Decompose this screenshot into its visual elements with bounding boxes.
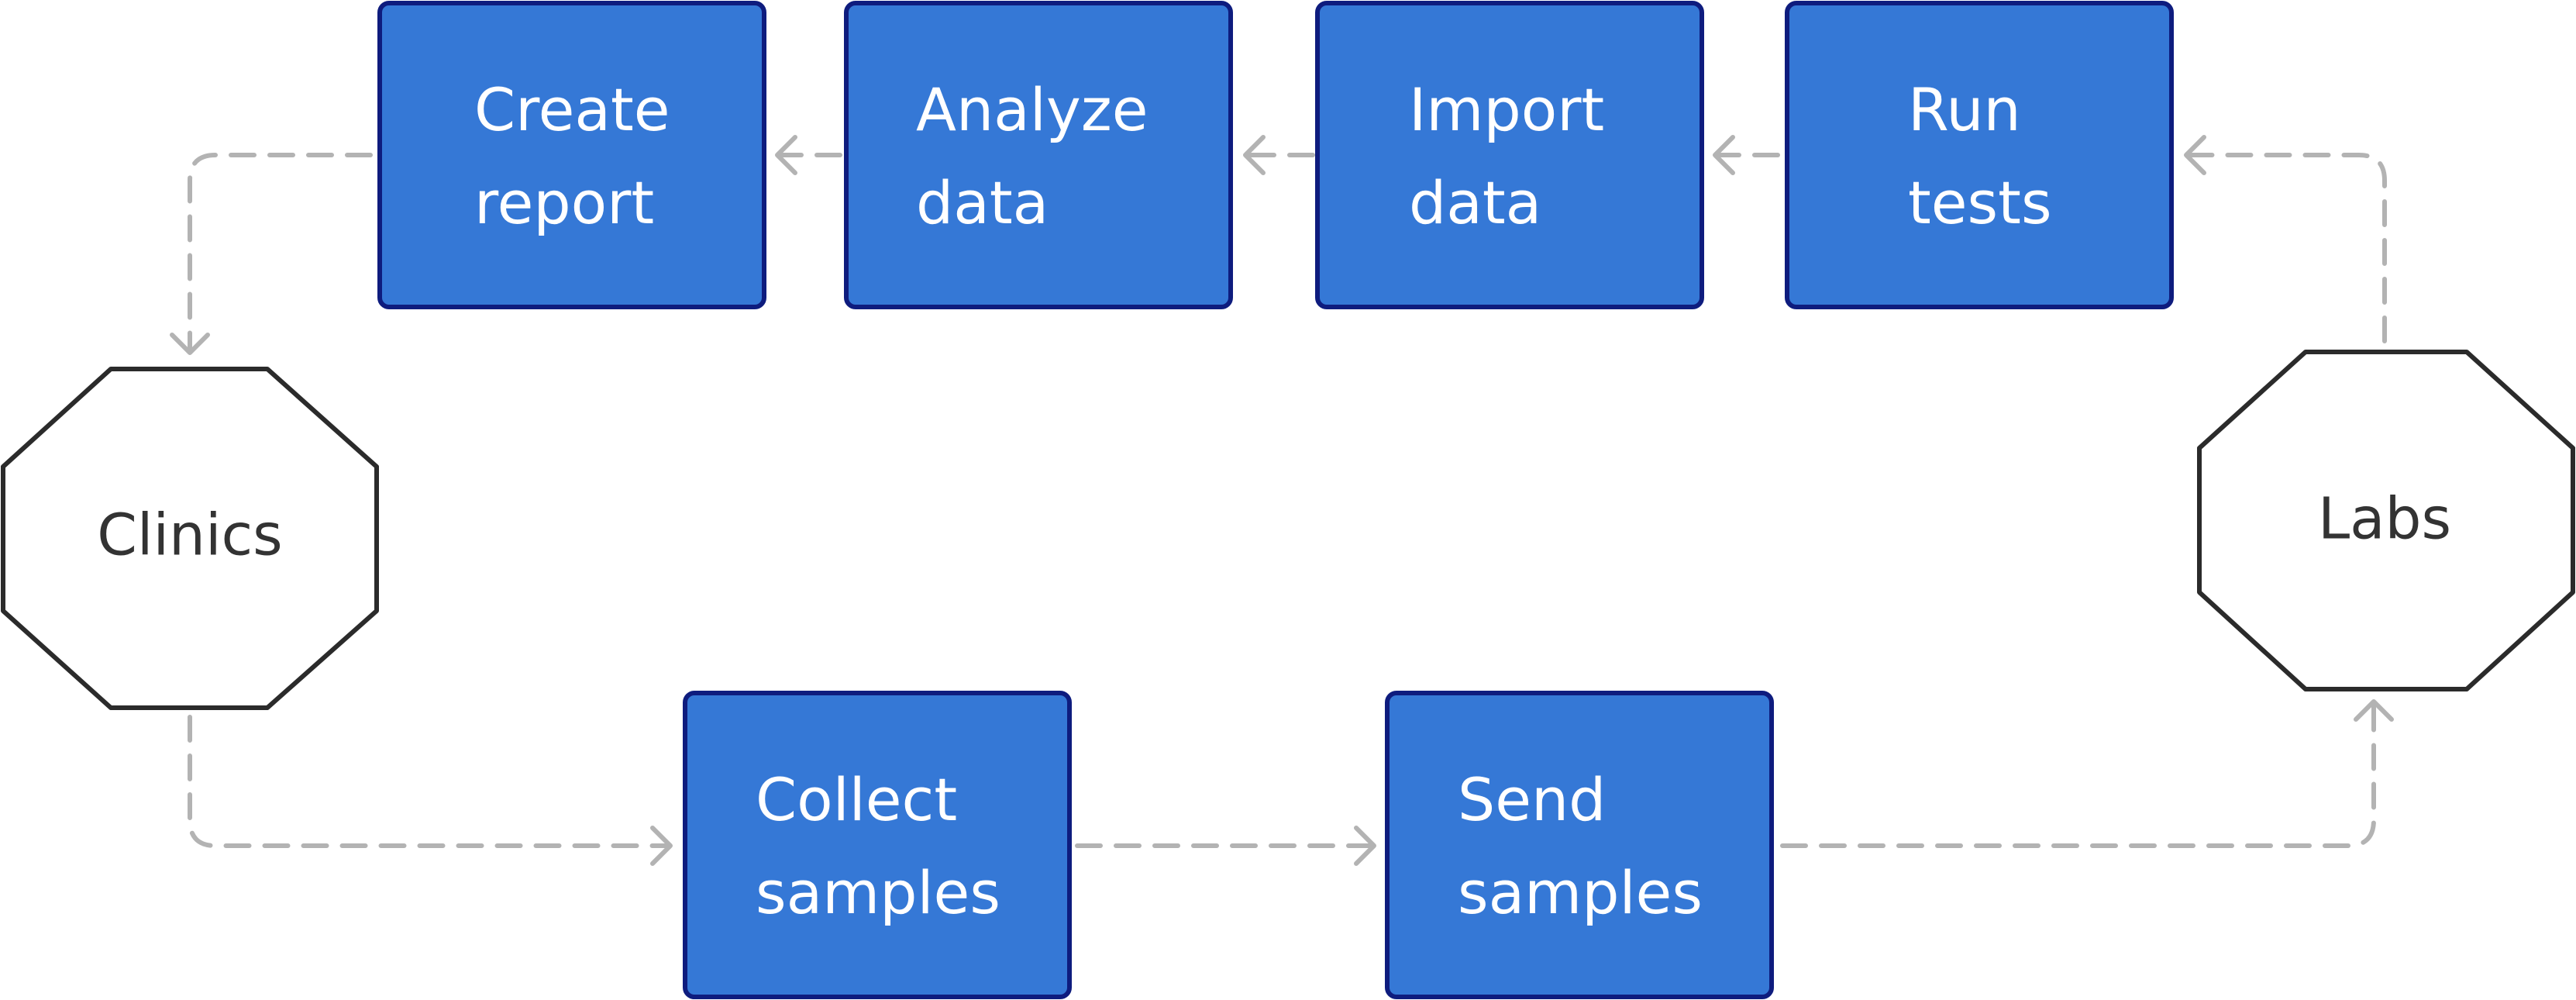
- send-samples-label: Send samples: [1458, 765, 1703, 927]
- send-samples-line-1: Send: [1458, 765, 1606, 834]
- create-report-label: Create report: [474, 75, 689, 237]
- collect-samples-box: [683, 691, 1072, 999]
- collect-samples-label: Collect samples: [756, 765, 1000, 927]
- arrowhead-into-run-tests: [2184, 135, 2206, 175]
- import-data-label: Import data: [1409, 75, 1623, 237]
- arrowhead-into-clinics: [170, 333, 210, 355]
- node-import-data: Import data: [1315, 1, 1704, 309]
- arrowhead-into-analyze-data: [1243, 135, 1266, 175]
- import-data-line-1: Import: [1409, 75, 1604, 144]
- edge-labs-to-run-tests: [2188, 153, 2387, 343]
- arrowhead-into-send-samples: [1354, 826, 1376, 866]
- clinics-octagon: [1, 367, 379, 710]
- collect-samples-line-2: samples: [756, 858, 1000, 927]
- analyze-data-box: [844, 1, 1233, 309]
- edge-clinics-to-collect-samples: [188, 715, 669, 848]
- arrowhead-into-collect-samples: [650, 826, 673, 866]
- analyze-data-line-2: data: [916, 168, 1049, 237]
- node-clinics: Clinics: [1, 367, 379, 710]
- analyze-data-line-1: Analyze: [916, 75, 1148, 144]
- edge-create-report-to-clinics: [188, 153, 373, 351]
- send-samples-line-2: samples: [1458, 858, 1703, 927]
- node-collect-samples: Collect samples: [683, 691, 1072, 999]
- clinics-label: Clinics: [97, 502, 283, 569]
- node-create-report: Create report: [377, 1, 766, 309]
- import-data-box: [1315, 1, 1704, 309]
- node-send-samples: Send samples: [1385, 691, 1774, 999]
- node-analyze-data: Analyze data: [844, 1, 1233, 309]
- labs-octagon: [2197, 350, 2575, 691]
- connectors: [170, 135, 2394, 866]
- edge-send-samples-to-labs: [1780, 703, 2376, 848]
- create-report-line-2: report: [474, 168, 654, 237]
- create-report-line-1: Create: [474, 75, 670, 144]
- run-tests-label: Run tests: [1908, 75, 2052, 237]
- collect-samples-line-1: Collect: [756, 765, 957, 834]
- import-data-line-2: data: [1409, 168, 1541, 237]
- arrowhead-into-import-data: [1713, 135, 1735, 175]
- labs-label: Labs: [2318, 486, 2451, 553]
- run-tests-box: [1785, 1, 2174, 309]
- create-report-box: [377, 1, 766, 309]
- send-samples-box: [1385, 691, 1774, 999]
- run-tests-line-1: Run: [1908, 75, 2021, 144]
- arrowhead-into-create-report: [775, 135, 797, 175]
- run-tests-line-2: tests: [1908, 168, 2052, 237]
- arrowhead-into-labs: [2354, 699, 2394, 722]
- node-labs: Labs: [2197, 350, 2575, 691]
- analyze-data-label: Analyze data: [916, 75, 1167, 237]
- node-run-tests: Run tests: [1785, 1, 2174, 309]
